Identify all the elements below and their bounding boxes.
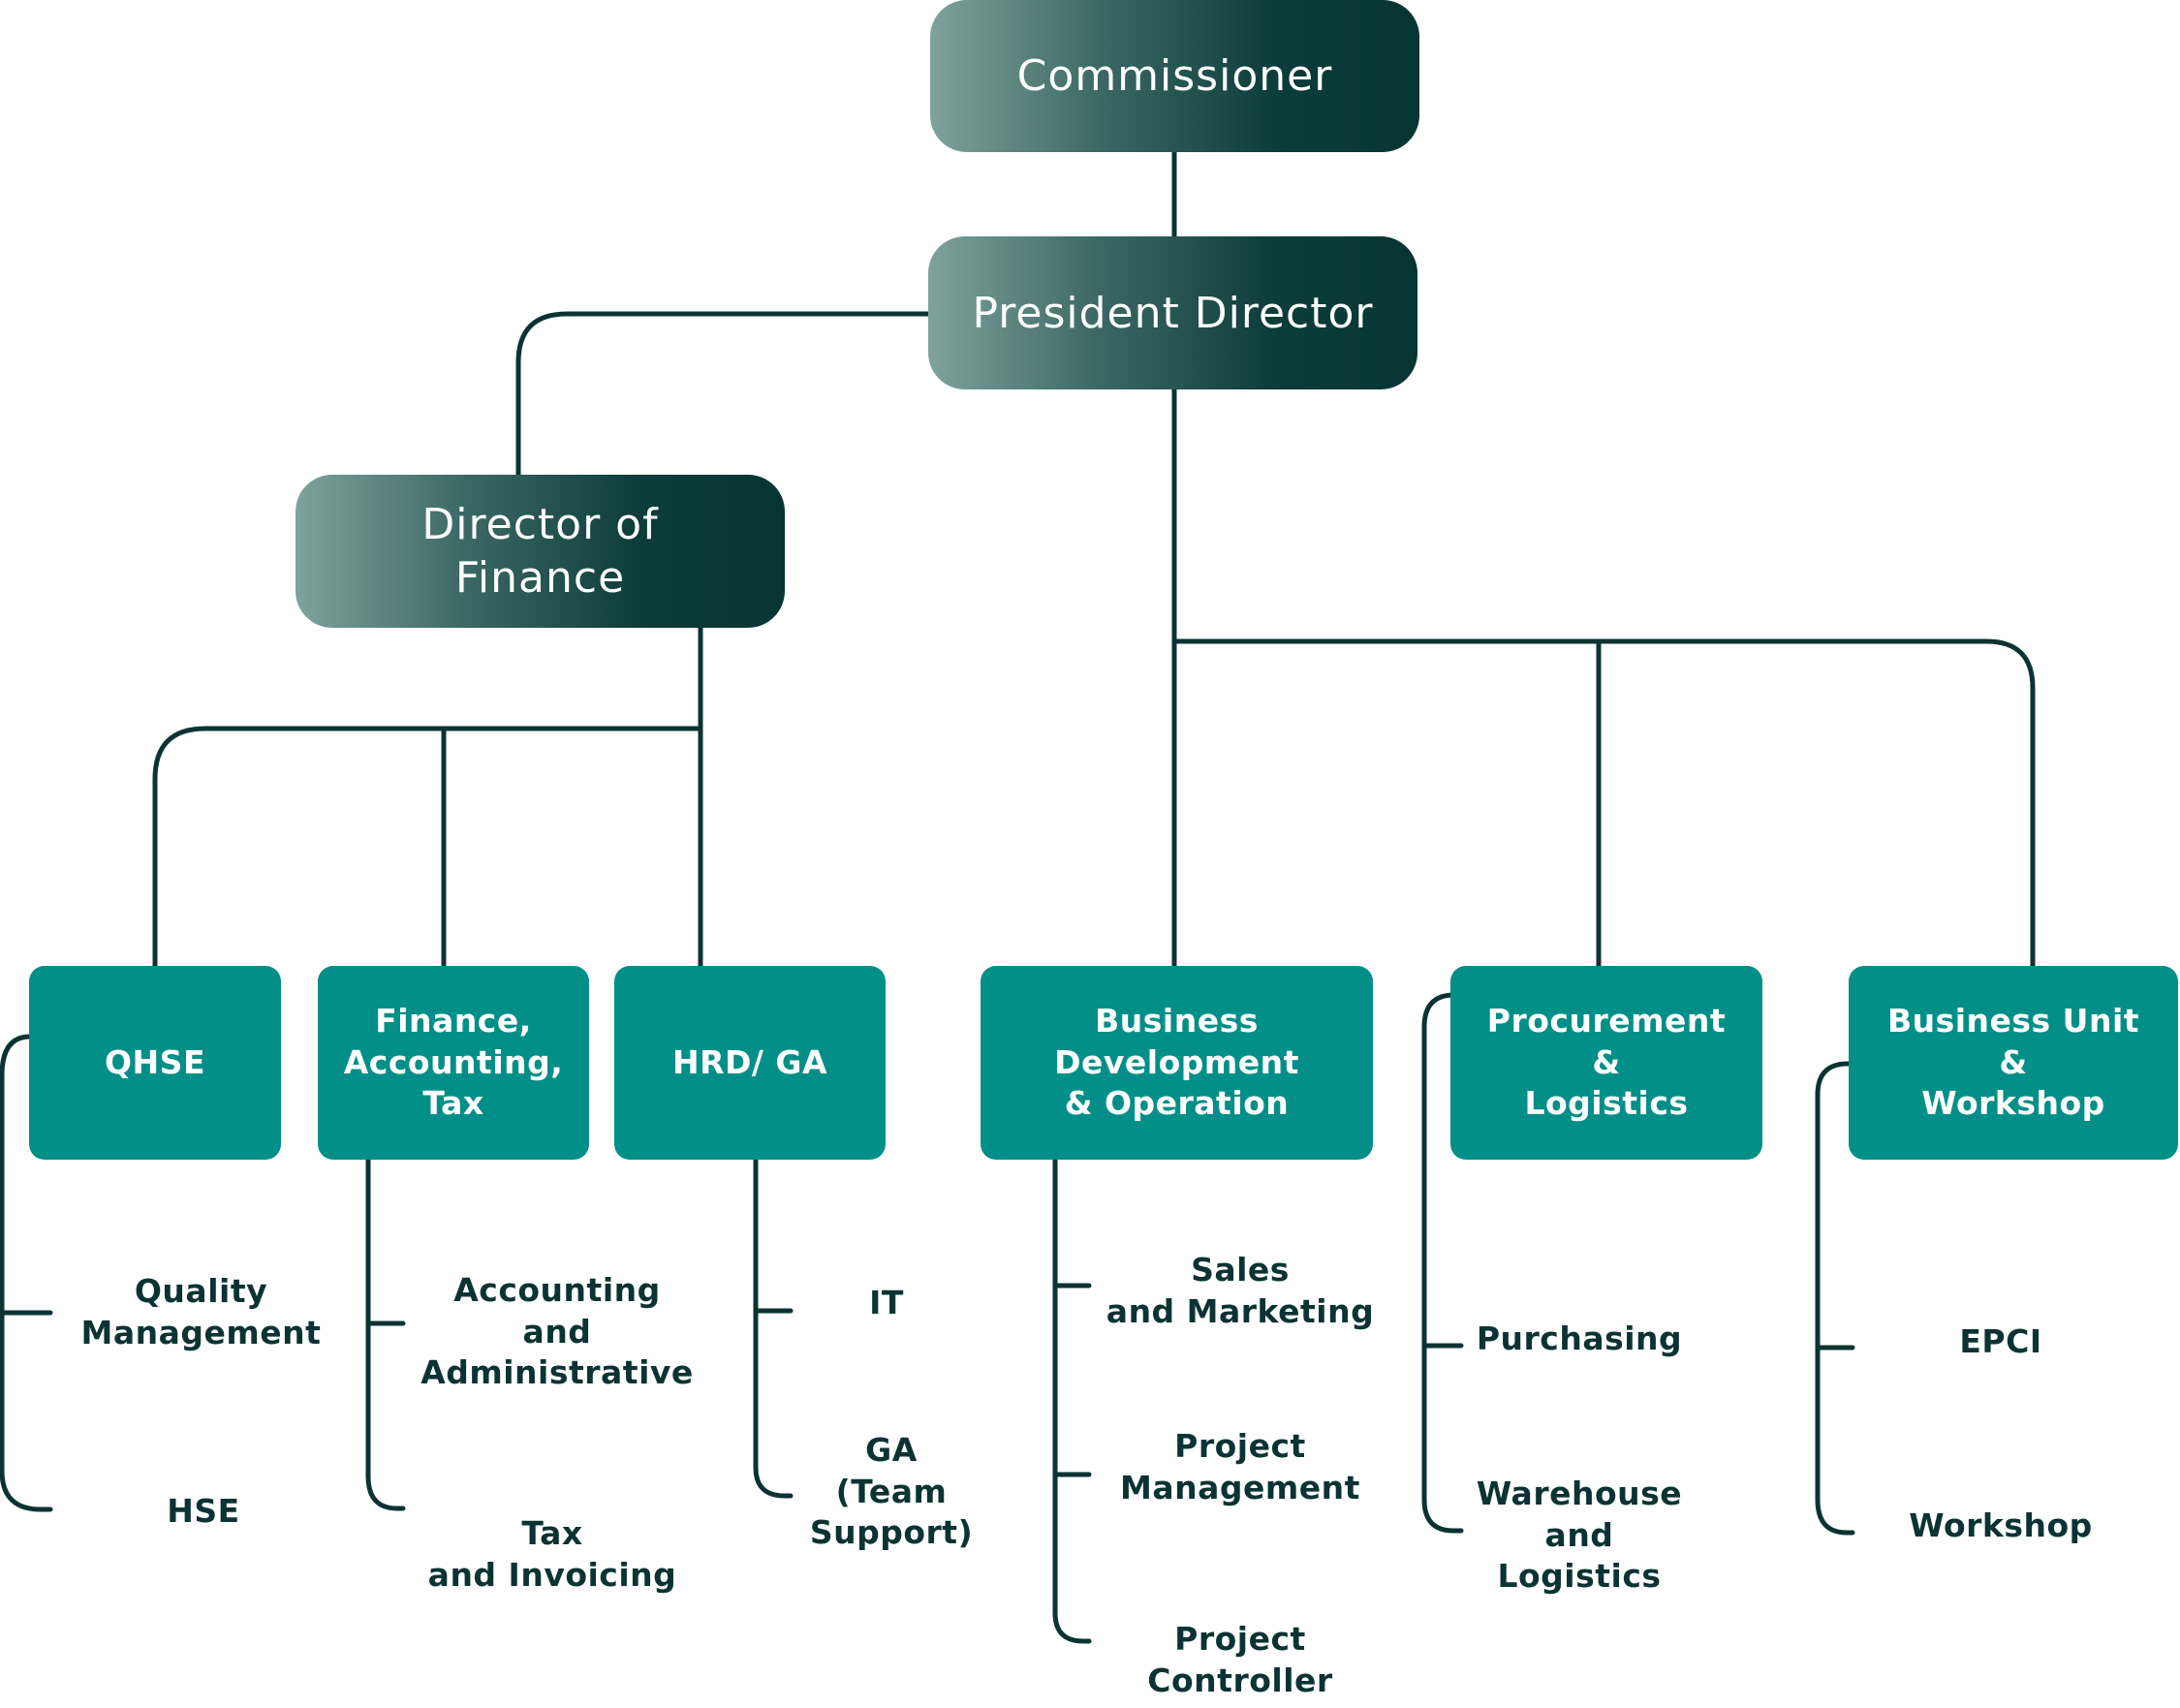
dept-bizdev: Business Development & Operation <box>981 966 1373 1160</box>
commissioner-label: Commissioner <box>1016 51 1333 101</box>
director-finance-node: Director of Finance <box>296 475 785 628</box>
dept-hrd-ga: HRD/ GA <box>614 966 886 1160</box>
unit-epci: EPCI <box>1959 1321 2042 1360</box>
line-qhse-units <box>0 1034 53 1512</box>
unit-accounting-administrative: Accounting and Administrative <box>420 1270 694 1392</box>
dept-qhse: QHSE <box>29 966 281 1160</box>
line-procurement-units <box>1421 992 1464 1534</box>
president-director-label: President Director <box>972 288 1374 338</box>
unit-project-management: Project Management <box>1120 1427 1360 1506</box>
dept-bu-title: Business Unit & Workshop <box>1886 1001 2140 1123</box>
line-finance-units <box>365 1157 406 1511</box>
unit-purchasing: Purchasing <box>1476 1319 1683 1357</box>
dept-hrd-title: HRD/ GA <box>671 1042 828 1081</box>
dept-finance-title: Finance, Accounting, Tax <box>343 1001 564 1123</box>
unit-hse: HSE <box>167 1491 240 1530</box>
unit-workshop: Workshop <box>1909 1506 2093 1544</box>
dept-business-unit: Business Unit & Workshop <box>1849 966 2178 1160</box>
line-right-bus <box>1171 638 2036 969</box>
line-bizdev-units <box>1052 1157 1092 1644</box>
dept-procurement-title: Procurement & Logistics <box>1486 1001 1727 1123</box>
line-president-finance-director <box>515 311 931 478</box>
unit-quality-management: Quality Management <box>80 1272 322 1351</box>
director-finance-label: Director of Finance <box>421 500 659 603</box>
unit-it: IT <box>869 1283 904 1321</box>
dept-qhse-title: QHSE <box>105 1042 205 1081</box>
unit-sales-marketing: Sales and Marketing <box>1106 1251 1375 1330</box>
line-bu-units <box>1815 1061 1855 1536</box>
line-hrd-units <box>753 1157 794 1499</box>
dept-bizdev-title: Business Development & Operation <box>1054 1001 1299 1123</box>
line-finance-bus <box>152 726 703 969</box>
dept-finance: Finance, Accounting, Tax <box>318 966 589 1160</box>
dept-procurement: Procurement & Logistics <box>1450 966 1762 1160</box>
unit-project-controller: Project Controller <box>1147 1620 1333 1699</box>
unit-ga-team-support: GA (Team Support) <box>809 1430 974 1552</box>
unit-tax-invoicing: Tax and Invoicing <box>427 1514 677 1594</box>
unit-warehouse-logistics: Warehouse and Logistics <box>1476 1474 1683 1596</box>
commissioner-node: Commissioner <box>930 0 1419 152</box>
president-director-node: President Director <box>928 236 1417 389</box>
